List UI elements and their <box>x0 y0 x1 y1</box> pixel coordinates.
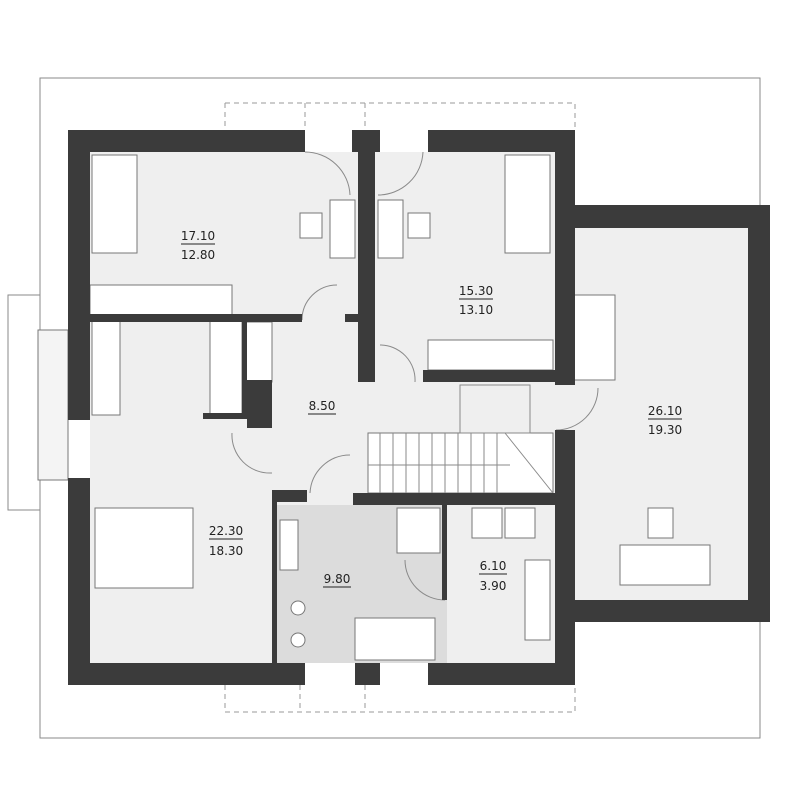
room-floor-area-bedroom-sw: 18.30 <box>209 544 243 558</box>
room-floor-area-living-e: 19.30 <box>648 423 682 437</box>
desk <box>329 199 356 259</box>
furniture <box>89 154 711 661</box>
room-area-laundry: 6.10 <box>480 559 507 573</box>
toilet <box>290 600 306 616</box>
dryer <box>504 507 536 539</box>
chair-e <box>647 507 674 539</box>
room-floor-area-bedroom-n: 13.10 <box>459 303 493 317</box>
sink <box>279 519 299 571</box>
bed-sw <box>94 507 194 589</box>
bed-n <box>504 154 551 254</box>
wardrobe-n <box>427 339 554 371</box>
wardrobe-nw <box>89 284 233 316</box>
walls <box>68 130 770 685</box>
room-area-hall: 8.50 <box>309 399 336 413</box>
wardrobe-sw-2 <box>209 319 243 416</box>
chair-2 <box>407 212 431 239</box>
chair <box>299 212 323 239</box>
room-area-bedroom-n: 15.30 <box>459 284 493 298</box>
balcony <box>37 329 69 481</box>
desk-2 <box>377 199 404 259</box>
washer <box>471 507 503 539</box>
desk-e <box>619 544 711 586</box>
bed-nw <box>91 154 138 254</box>
room-area-bedroom-sw: 22.30 <box>209 524 243 538</box>
doors <box>231 151 599 601</box>
room-area-bathroom: 9.80 <box>324 572 351 586</box>
sofa <box>572 294 616 381</box>
wardrobe-sw-1 <box>91 319 121 416</box>
room-area-bedroom-nw: 17.10 <box>181 229 215 243</box>
drying-rack <box>524 559 551 641</box>
wardrobe-sw-3 <box>245 321 273 383</box>
shower <box>396 507 441 554</box>
stairs <box>367 384 554 494</box>
room-floor-area-laundry: 3.90 <box>480 579 507 593</box>
bidet <box>290 632 306 648</box>
room-area-living-e: 26.10 <box>648 404 682 418</box>
bathtub <box>354 617 436 661</box>
room-labels: 17.10 12.80 15.30 13.10 26.10 19.30 8.50… <box>181 229 682 593</box>
room-floor-area-bedroom-nw: 12.80 <box>181 248 215 262</box>
